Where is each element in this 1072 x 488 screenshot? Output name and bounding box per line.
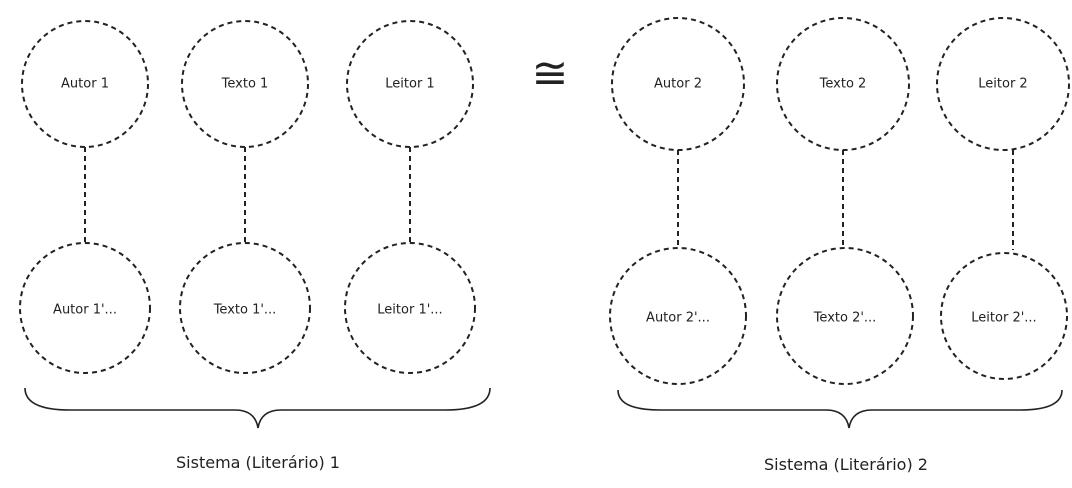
node-leitor-1-prime-label: Leitor 1'... [377, 303, 442, 318]
node-texto-1-prime-label: Texto 1'... [213, 303, 277, 318]
node-texto-2-prime: Texto 2'... [776, 247, 914, 385]
node-texto-2: Texto 2 [776, 17, 910, 151]
node-texto-2-label: Texto 2 [819, 77, 867, 92]
node-leitor-2-label: Leitor 2 [978, 77, 1027, 92]
node-autor-2-prime: Autor 2'... [609, 247, 747, 385]
node-texto-2-prime-label: Texto 2'... [813, 311, 877, 326]
system-1: Autor 1 Texto 1 Leitor 1 Autor 1'... Tex… [19, 20, 491, 472]
node-texto-1-prime: Texto 1'... [179, 242, 311, 374]
system-2-label: Sistema (Literário) 2 [764, 455, 928, 474]
node-leitor-2-prime-label: Leitor 2'... [971, 311, 1036, 326]
node-leitor-1-prime: Leitor 1'... [344, 242, 476, 374]
node-leitor-1: Leitor 1 [346, 20, 474, 148]
system-2-brace [617, 389, 1063, 429]
node-autor-1: Autor 1 [21, 20, 149, 148]
system-1-label: Sistema (Literário) 1 [176, 453, 340, 472]
node-leitor-2: Leitor 2 [936, 17, 1070, 151]
node-texto-1: Texto 1 [181, 20, 309, 148]
node-autor-2: Autor 2 [611, 17, 745, 151]
node-autor-2-prime-label: Autor 2'... [646, 311, 710, 326]
node-autor-1-prime-label: Autor 1'... [53, 303, 117, 318]
equivalence-symbol: ≅ [532, 48, 569, 99]
system-2: Autor 2 Texto 2 Leitor 2 Autor 2'... Tex… [609, 17, 1070, 474]
system-1-brace [24, 387, 491, 429]
node-texto-1-label: Texto 1 [221, 77, 269, 92]
node-autor-1-label: Autor 1 [61, 77, 109, 92]
node-leitor-1-label: Leitor 1 [385, 77, 434, 92]
node-autor-1-prime: Autor 1'... [19, 242, 151, 374]
node-leitor-2-prime: Leitor 2'... [940, 252, 1068, 380]
node-autor-2-label: Autor 2 [654, 77, 702, 92]
